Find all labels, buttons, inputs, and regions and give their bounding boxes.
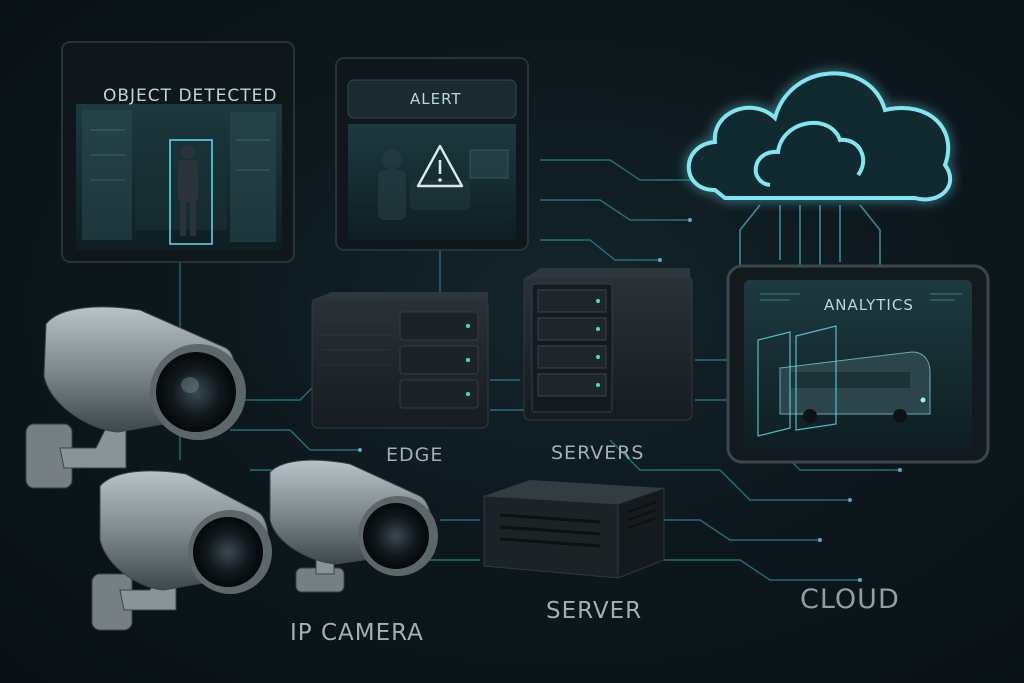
server-box-icon [483,480,665,579]
circuit-traces [179,159,900,581]
alert-screen [335,57,529,251]
cloud-uplinks [739,204,881,270]
warning-icon [416,144,464,188]
analytics-title: ANALYTICS [824,296,914,314]
servers-label: SERVERS [551,442,645,464]
object-detected-screen [61,41,295,263]
alert-title: ALERT [410,90,462,108]
camera-icon-2 [91,470,272,631]
camera-icon-3 [269,459,438,593]
server-label: SERVER [546,598,643,624]
bus-graphic [779,351,931,423]
camera-icon-1 [25,306,246,489]
cloud-label: CLOUD [800,584,900,615]
ip-camera-label: IP CAMERA [290,620,424,646]
cloud-icon [686,71,953,202]
servers-rack-icon [523,268,693,421]
edge-server-icon [311,292,489,429]
object-detected-title: OBJECT DETECTED [103,86,278,106]
tablet-icon [726,264,990,464]
edge-label: EDGE [386,444,444,466]
